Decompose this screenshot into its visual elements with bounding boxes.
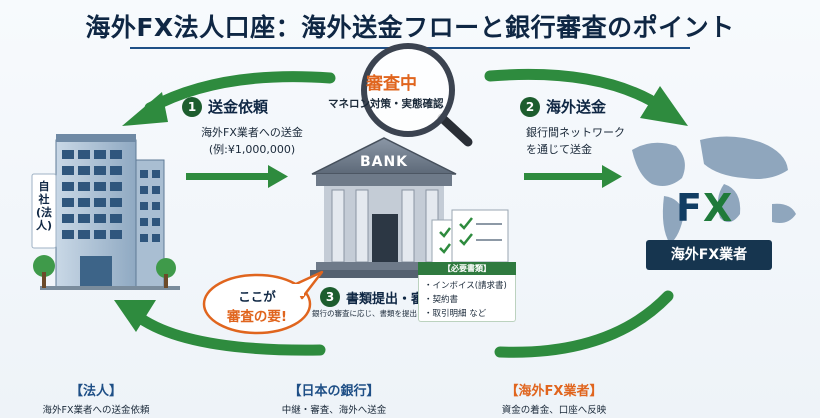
speech-line-1: ここが [238,289,276,304]
document-item: ・インボイス(請求書) [424,281,507,291]
fx-logo: FX [676,186,733,230]
speech-line-2: 審査の要! [226,309,288,325]
step-title: 海外送金 [546,98,607,116]
tree-icon [33,255,176,288]
required-documents-box: 【必要書類】 ・インボイス(請求書) ・契約書 ・取引明細 など [418,262,516,322]
step-title: 書類提出・審査 [346,291,438,307]
caption-company-desc: 海外FX業者への送金依頼 [42,405,150,416]
bank-sign: BANK [359,154,409,170]
curve-arrow-bottom-left [114,300,326,356]
magnifier-icon [361,43,473,147]
document-item: ・取引明細 など [424,309,487,319]
arrow-bank-to-broker [524,165,622,188]
office-building-icon [40,134,180,290]
page-title: 海外FX法人口座：海外送金フローと銀行審査のポイント [85,13,735,42]
fx-logo-f: F [676,186,703,230]
step-number-badge: 2 [520,96,540,117]
caption-company-title: 【法人】 [69,384,122,399]
curve-arrow-bottom-right [494,290,674,358]
step-2-description: 銀行間ネットワーク を通じて送金 [526,124,625,158]
step-desc-line: 銀行間ネットワーク [526,126,625,139]
broker-label: 海外FX業者 [646,240,772,270]
step-number-badge: 1 [182,96,202,117]
step-3: 3 書類提出・審査 [320,287,437,307]
fx-logo-x: X [702,186,734,230]
required-documents-title: 【必要書類】 [418,262,516,275]
step-3-description: 銀行の審査に応じ、書類を提出 [312,309,417,318]
caption-bank-title: 【日本の銀行】 [288,384,380,399]
review-badge: 審査中 [366,74,417,94]
step-desc-line: 海外FX業者への送金 [201,126,303,139]
caption-broker-title: 【海外FX業者】 [505,384,603,399]
step-1-description: 海外FX業者への送金 (例:¥1,000,000) [187,124,317,158]
speech-bubble [202,270,324,335]
company-label: 自社(法人) [34,180,54,232]
world-map-icon [632,136,796,244]
step-1: 1 送金依頼 [182,96,268,117]
review-subtitle: マネロン対策・実態確認 [328,98,444,110]
curve-arrow-top-left [122,71,336,126]
step-number-badge: 3 [320,287,340,307]
bank-building-icon [310,137,458,278]
curve-arrow-top-right [484,68,688,126]
caption-broker-desc: 資金の着金、口座へ反映 [501,405,607,416]
step-2: 2 海外送金 [520,96,606,117]
caption-bank-desc: 中継・審査、海外へ送金 [281,405,387,416]
step-title: 送金依頼 [208,98,269,116]
step-desc-line: (例:¥1,000,000) [208,143,296,156]
arrow-company-to-bank [186,165,288,188]
company-label-text: 自社(法人) [35,180,53,232]
company-label-plate [31,173,57,249]
step-desc-line: を通じて送金 [526,143,592,156]
document-item: ・契約書 [424,295,459,305]
